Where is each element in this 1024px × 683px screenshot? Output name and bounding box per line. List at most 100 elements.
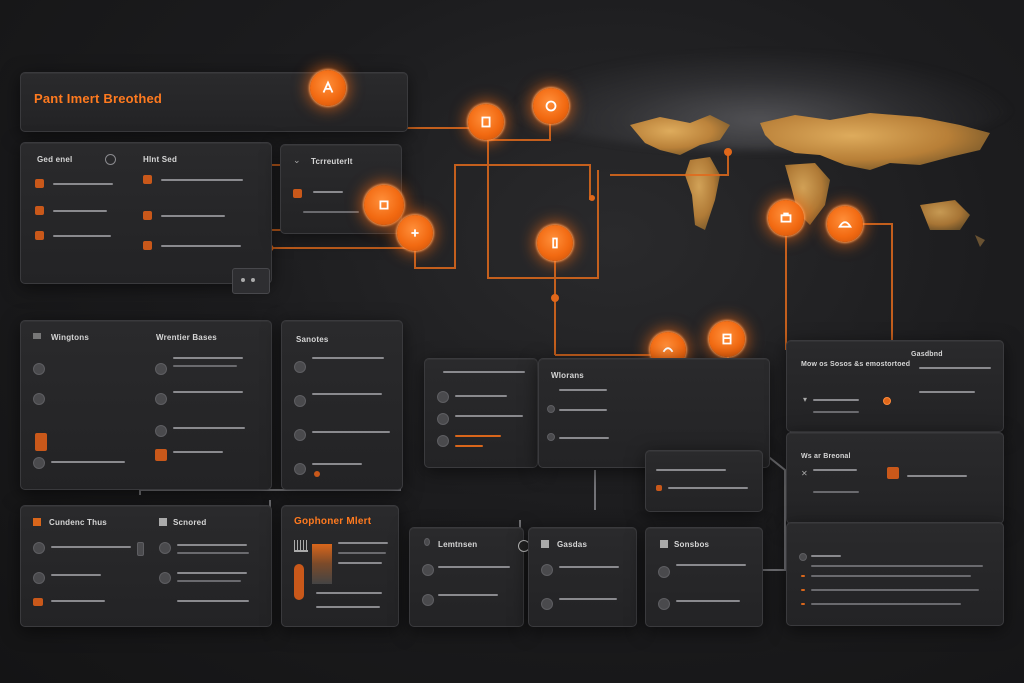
list-item[interactable] [338,562,382,564]
comb-icon [294,540,308,552]
panel-title: Mow os Sosos &s emostortoed [801,361,911,368]
list-item[interactable] [813,411,859,413]
list-item[interactable] [53,210,107,212]
chevron-down-icon[interactable]: ⌄ [293,155,301,165]
list-item[interactable] [559,598,617,600]
node-icon[interactable] [364,185,404,225]
list-item[interactable] [303,211,359,213]
list-item[interactable] [919,367,991,369]
list-item[interactable] [177,572,247,574]
panel-right-c [786,522,1004,626]
list-item[interactable] [813,399,859,401]
list-item[interactable] [811,603,961,605]
list-icon [33,457,45,469]
list-item[interactable] [811,589,979,591]
panel-mid-left: Wingtons Wrentier Bases [20,320,272,490]
list-item[interactable] [559,409,607,411]
tag-icon [660,540,668,548]
list-icon [541,598,553,610]
toggle-control[interactable] [232,268,270,294]
list-item[interactable] [338,542,388,544]
list-item[interactable] [313,191,343,193]
list-icon [437,435,449,447]
list-item[interactable] [316,592,382,594]
list-item[interactable] [811,575,971,577]
list-item[interactable] [656,469,726,471]
list-item[interactable] [51,546,131,548]
list-bullet [801,603,805,605]
panel-title: Scnored [173,518,207,527]
node-icon[interactable] [397,215,433,251]
node-icon[interactable] [310,70,346,106]
list-icon [33,542,45,554]
list-icon [658,566,670,578]
list-item[interactable] [338,552,386,554]
settings-icon[interactable] [105,154,116,165]
list-item[interactable] [161,179,243,181]
list-item[interactable] [51,600,105,602]
list-item[interactable] [51,461,125,463]
list-item[interactable] [811,565,983,567]
list-item[interactable] [676,564,746,566]
list-item[interactable] [559,389,607,391]
list-item[interactable] [173,391,243,393]
list-icon [35,231,44,240]
panel-right-b: Ws ar Breonal ✕ [786,432,1004,524]
panel-title: Wrentier Bases [156,333,217,342]
list-item[interactable] [312,393,382,395]
list-item[interactable] [559,437,609,439]
list-item[interactable] [51,574,101,576]
list-item[interactable] [177,544,247,546]
list-item[interactable] [312,463,362,465]
list-item[interactable] [177,552,249,554]
node-icon[interactable] [768,200,804,236]
node-icon[interactable] [537,225,573,261]
list-item[interactable] [813,491,859,493]
list-item[interactable] [161,245,241,247]
list-item[interactable] [668,487,748,489]
list-item[interactable] [907,475,967,477]
node-icon[interactable] [709,321,745,357]
list-item[interactable] [173,451,223,453]
list-item[interactable] [173,357,243,359]
list-icon [143,241,152,250]
node-icon[interactable] [468,104,504,140]
list-item[interactable] [811,555,841,557]
chevron-down-icon[interactable]: ▾ [803,395,808,404]
list-item[interactable] [53,235,111,237]
list-icon [294,429,306,441]
list-item[interactable] [173,427,245,429]
list-item[interactable] [676,600,740,602]
slider-handle[interactable] [294,564,304,600]
panel-title: Sonsbos [674,540,710,549]
list-item[interactable] [177,600,249,602]
list-item[interactable] [455,415,523,417]
tag-icon [33,518,41,526]
list-icon [422,564,434,576]
close-icon[interactable]: ✕ [801,469,808,478]
list-item[interactable] [53,183,113,185]
list-item[interactable] [443,371,525,373]
list-item[interactable] [438,594,498,596]
list-icon [137,542,144,556]
list-icon [33,393,45,405]
list-item[interactable] [177,580,241,582]
list-item[interactable] [316,606,380,608]
list-item[interactable] [312,357,384,359]
list-item[interactable] [173,365,237,367]
list-item[interactable] [312,431,390,433]
list-icon [35,433,47,451]
list-icon [155,393,167,405]
list-item[interactable] [919,391,975,393]
panel-mid-center: Sanotes [281,320,403,490]
node-icon[interactable] [533,88,569,124]
list-item[interactable] [455,395,507,397]
panel-bottom-center: Gophoner Mlert [281,505,399,627]
list-item[interactable] [559,566,619,568]
list-icon [159,542,171,554]
list-item[interactable] [161,215,225,217]
list-item[interactable] [438,566,510,568]
node-icon[interactable] [827,206,863,242]
list-item[interactable] [813,469,857,471]
world-map [630,113,990,247]
